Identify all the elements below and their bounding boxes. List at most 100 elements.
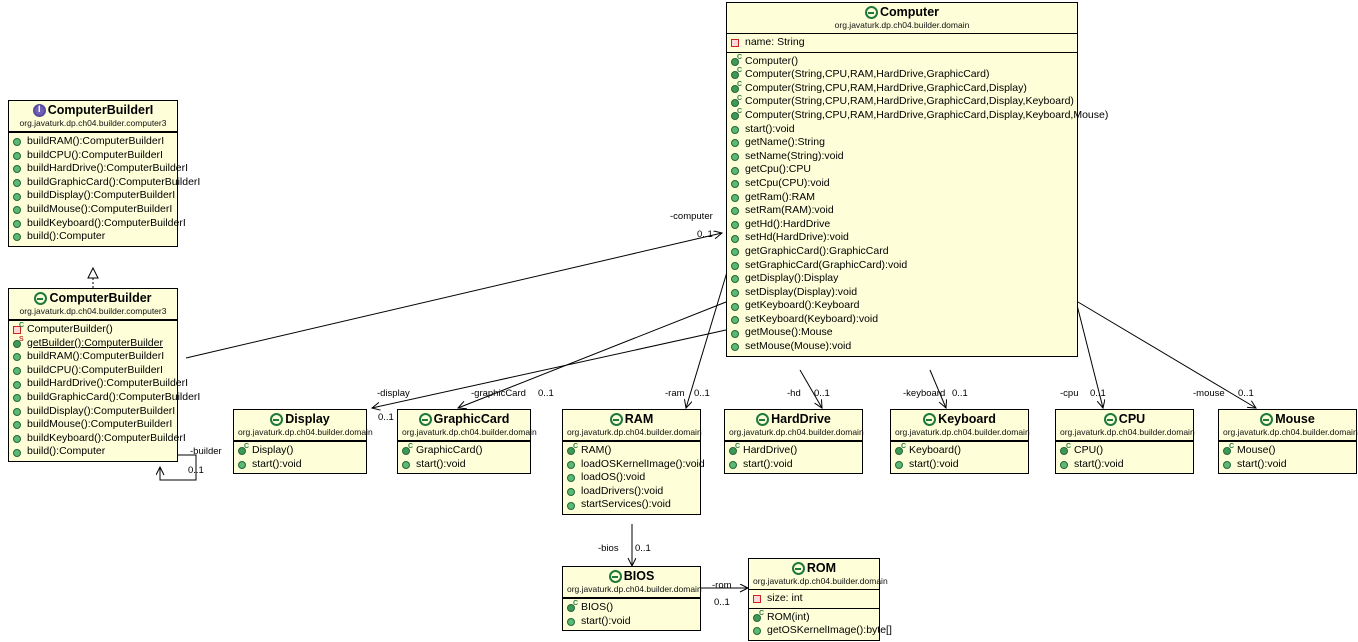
public-method-icon: [13, 177, 24, 188]
member-row: buildKeyboard():ComputerBuilderI: [9, 217, 186, 231]
member-row: setKeyboard(Keyboard):void: [727, 313, 1077, 327]
class-box-computerbuilderi[interactable]: ComputerBuilderI org.javaturk.dp.ch04.bu…: [8, 100, 200, 247]
public-method-icon: [567, 616, 578, 627]
class-package: org.javaturk.dp.ch04.builder.domain: [567, 427, 702, 437]
public-method-icon: [729, 459, 740, 470]
member-label: getHd():HardDrive: [745, 217, 831, 230]
class-package: org.javaturk.dp.ch04.builder.domain: [1060, 427, 1195, 437]
class-badge-icon: [791, 561, 805, 575]
class-badge-icon: [609, 412, 623, 426]
member-row: buildMouse():ComputerBuilderI: [9, 418, 177, 432]
class-package: org.javaturk.dp.ch04.builder.domain: [895, 427, 1030, 437]
public-method-icon: [731, 137, 742, 148]
member-row: buildRAM():ComputerBuilderI: [9, 135, 177, 149]
member-row: start():void: [725, 458, 862, 472]
edge-label-mouse-mult: 0..1: [1238, 388, 1254, 399]
member-label: getCpu():CPU: [745, 163, 811, 176]
class-box-rom[interactable]: ROM org.javaturk.dp.ch04.builder.domain …: [748, 558, 892, 641]
member-label: buildHardDrive():ComputerBuilderI: [27, 377, 189, 390]
member-label: getMouse():Mouse: [745, 326, 833, 339]
public-method-icon: [13, 392, 24, 403]
member-label: buildRAM():ComputerBuilderI: [27, 350, 165, 363]
member-row: setRam(RAM):void: [727, 204, 1077, 218]
class-box-computerbuilder[interactable]: ComputerBuilder org.javaturk.dp.ch04.bui…: [8, 288, 200, 462]
class-title-row: CPU: [1060, 412, 1189, 426]
member-row: buildGraphicCard():ComputerBuilderI: [9, 391, 200, 405]
class-header: CPU org.javaturk.dp.ch04.builder.domain: [1056, 410, 1195, 441]
member-label: setGraphicCard(GraphicCard):void: [745, 258, 908, 271]
class-header: ComputerBuilder org.javaturk.dp.ch04.bui…: [9, 289, 177, 320]
public-method-icon: [13, 379, 24, 390]
class-box-cpu[interactable]: CPU org.javaturk.dp.ch04.builder.domain …: [1055, 409, 1195, 475]
member-label: build():Computer: [27, 445, 106, 458]
public-method-icon: [13, 433, 24, 444]
public-constructor-icon: C: [731, 67, 742, 80]
class-title-row: Display: [238, 412, 362, 426]
member-row: build():Computer: [9, 230, 177, 244]
class-name: Display: [285, 412, 330, 426]
member-label: buildMouse():ComputerBuilderI: [27, 202, 173, 215]
class-title-row: Keyboard: [895, 412, 1024, 426]
class-name: BIOS: [623, 569, 655, 583]
public-method-icon: [567, 500, 578, 511]
member-label: start():void: [1237, 457, 1287, 470]
class-box-harddrive[interactable]: HardDrive org.javaturk.dp.ch04.builder.d…: [724, 409, 864, 475]
public-constructor-icon: C: [402, 443, 413, 456]
class-header: GraphicCard org.javaturk.dp.ch04.builder…: [398, 410, 537, 441]
member-row: name: String: [727, 36, 1077, 50]
class-title-row: BIOS: [567, 569, 696, 583]
member-row: startServices():void: [563, 498, 700, 512]
member-label: Computer(String,CPU,RAM,HardDrive,Graphi…: [745, 95, 1074, 108]
class-name: RAM: [624, 412, 654, 426]
public-method-icon: [13, 218, 24, 229]
member-row: setName(String):void: [727, 150, 1077, 164]
class-box-keyboard[interactable]: Keyboard org.javaturk.dp.ch04.builder.do…: [890, 409, 1030, 475]
member-row: start():void: [398, 458, 530, 472]
member-label: loadDrivers():void: [581, 484, 664, 497]
public-method-icon: [731, 314, 742, 325]
class-box-display[interactable]: Display org.javaturk.dp.ch04.builder.dom…: [233, 409, 373, 475]
member-label: loadOS():void: [581, 471, 646, 484]
edge-label-rom-mult: 0..1: [714, 597, 730, 608]
edge-label-computer-mult: 0..1: [697, 229, 713, 240]
member-label: start():void: [581, 614, 631, 627]
class-badge-icon: [270, 412, 284, 426]
edge-label-keyboard-role: -keyboard: [903, 388, 946, 399]
public-method-icon: [13, 231, 24, 242]
member-label: buildGraphicCard():ComputerBuilderI: [27, 390, 201, 403]
public-method-icon: [13, 419, 24, 430]
edge-label-hd-role: -hd: [787, 388, 801, 399]
member-label: setRam(RAM):void: [745, 204, 834, 217]
member-label: build():Computer: [27, 230, 106, 243]
member-label: Computer(String,CPU,RAM,HardDrive,Graphi…: [745, 108, 1109, 121]
class-box-mouse[interactable]: Mouse org.javaturk.dp.ch04.builder.domai…: [1218, 409, 1358, 475]
member-row: setDisplay(Display):void: [727, 286, 1077, 300]
public-method-icon: [567, 486, 578, 497]
member-row: getGraphicCard():GraphicCard: [727, 245, 1077, 259]
class-box-ram[interactable]: RAM org.javaturk.dp.ch04.builder.domain …: [562, 409, 705, 515]
member-label: buildRAM():ComputerBuilderI: [27, 135, 165, 147]
edge-label-graphiccard-role: -graphicCard: [471, 388, 526, 399]
class-box-graphiccard[interactable]: GraphicCard org.javaturk.dp.ch04.builder…: [397, 409, 537, 475]
member-row: getHd():HardDrive: [727, 218, 1077, 232]
member-label: buildCPU():ComputerBuilderI: [27, 148, 163, 161]
edge-builder-to-computer: [185, 233, 722, 359]
class-box-computer[interactable]: Computer org.javaturk.dp.ch04.builder.do…: [726, 2, 1108, 357]
class-title-row: Mouse: [1223, 412, 1352, 426]
class-header: Keyboard org.javaturk.dp.ch04.builder.do…: [891, 410, 1030, 441]
public-method-icon: [13, 136, 24, 147]
class-box-bios[interactable]: BIOS org.javaturk.dp.ch04.builder.domain…: [562, 566, 702, 632]
class-title-row: ComputerBuilder: [13, 291, 173, 305]
public-method-icon: [731, 192, 742, 203]
class-header: ComputerBuilderI org.javaturk.dp.ch04.bu…: [9, 101, 177, 132]
member-label: RAM(): [581, 444, 612, 456]
edge-label-bios-role: -bios: [598, 543, 619, 554]
member-label: buildKeyboard():ComputerBuilderI: [27, 216, 186, 229]
public-constructor-icon: C: [731, 81, 742, 94]
member-row: buildCPU():ComputerBuilderI: [9, 149, 177, 163]
